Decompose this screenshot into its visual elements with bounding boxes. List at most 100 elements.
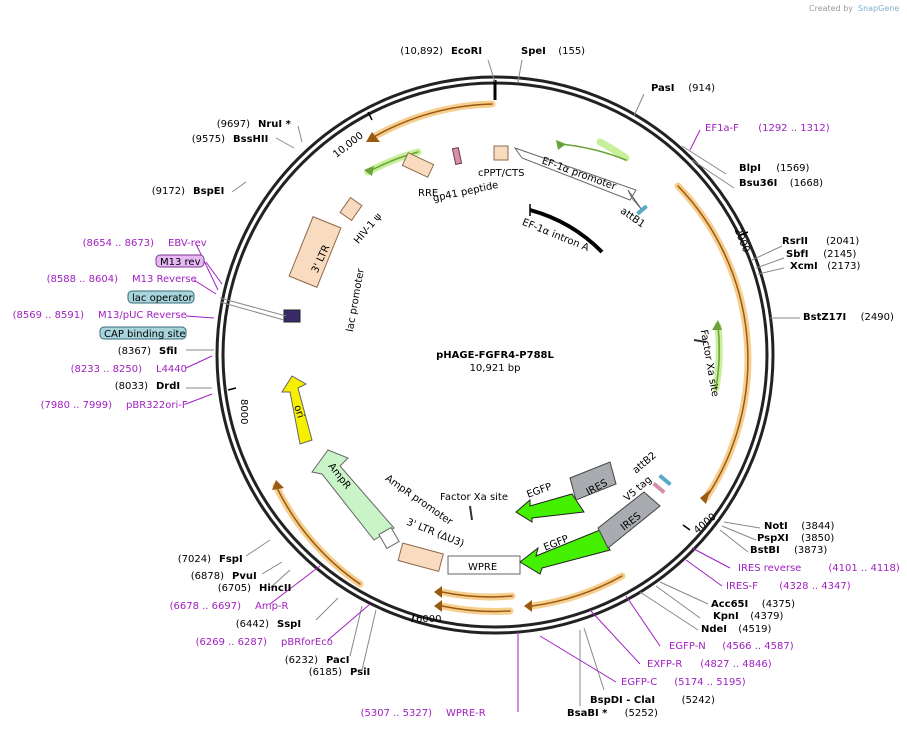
primer-range: (8654 .. 8673): [83, 238, 155, 249]
enzyme-name: PasI: [651, 83, 674, 94]
primer-range: (4566 .. 4587): [722, 641, 794, 652]
enzyme-name: BstZ17I: [803, 312, 846, 323]
backbone-outer: [215, 75, 775, 635]
orange-arc-left-bottom: [275, 485, 361, 585]
primer-range: (1292 .. 1312): [758, 123, 830, 134]
enzyme-name: BspDI - ClaI: [590, 695, 655, 706]
primer-name: EBV-rev: [168, 238, 207, 249]
egfp-inner-label: EGFP: [525, 482, 553, 501]
enzyme-position: (9697): [217, 119, 250, 130]
cppt-label: cPPT/CTS: [478, 168, 524, 179]
ires-outer-box: [597, 491, 661, 549]
v5-mark: [652, 481, 666, 495]
enzyme-name: NdeI: [701, 624, 727, 635]
primer-name: IRES reverse: [738, 563, 801, 574]
enzyme-name: Bsu36I: [739, 178, 777, 189]
primer-name: Amp-R: [255, 601, 289, 612]
enzyme-position: (2173): [827, 261, 860, 272]
enzyme-position: (9172): [152, 186, 185, 197]
enzyme-position: (3850): [801, 533, 834, 544]
primer-name: EGFP-C: [621, 677, 657, 688]
gp41-box: [451, 146, 463, 166]
enzyme-name: DrdI: [156, 381, 180, 392]
primer-range: (8588 .. 8604): [47, 274, 119, 285]
enzyme-name: NotI: [764, 521, 788, 532]
ruler-2000: 2000: [732, 227, 752, 255]
enzyme-name: BssHII: [233, 134, 268, 145]
hiv-psi-box: [339, 196, 363, 222]
enzyme-position: (5242): [682, 695, 715, 706]
ef1a-promoter-arrow: [513, 147, 637, 201]
enzyme-name: PsiI: [350, 667, 370, 678]
credit-text: Created by: [809, 4, 853, 13]
primer-name: EF1a-F: [705, 123, 739, 134]
enzyme-name: BsaBI *: [567, 708, 608, 719]
enzyme-name: RsrII: [782, 236, 808, 247]
primer-name: EGFP-N: [669, 641, 706, 652]
ltr3-box: [397, 542, 444, 572]
primer-range: (4328 .. 4347): [779, 581, 851, 592]
m13-rev-box: [155, 254, 205, 268]
orange-arc-bottom-1: [441, 591, 513, 598]
primer-range: (7980 .. 7999): [41, 400, 113, 411]
primer-name: M13 Reverse: [132, 274, 197, 285]
m13-rev-label: M13 rev: [160, 257, 201, 268]
enzyme-name: SbfI: [786, 249, 808, 260]
primer-name: EXFP-R: [647, 659, 682, 670]
primer-name: pBRforEco: [281, 637, 333, 648]
factor-xa-center-mark: [469, 505, 473, 521]
enzyme-position: (8367): [118, 346, 151, 357]
enzyme-name: PacI: [326, 655, 349, 666]
ef1a-promoter-label: EF-1α promoter: [540, 156, 618, 193]
ampr-promoter-box: [378, 526, 400, 550]
orange-arc-top: [368, 100, 496, 142]
wpre-box: [447, 555, 521, 575]
enzyme-position: (4379): [750, 611, 783, 622]
enzyme-position: (155): [558, 46, 585, 57]
enzyme-position: (4519): [738, 624, 771, 635]
enzyme-name: EcoRI: [451, 46, 482, 57]
wpre-label: WPRE: [468, 562, 497, 573]
enzyme-position: (6185): [309, 667, 342, 678]
rre-box: [401, 152, 435, 178]
plasmid-length: 10,921 bp: [470, 363, 521, 374]
factor-xa-right-mark: [693, 339, 707, 343]
enzyme-name: NruI *: [258, 119, 292, 130]
enzyme-position: (2041): [826, 236, 859, 247]
enzyme-position: (914): [688, 83, 715, 94]
enzyme-position: (7024): [178, 554, 211, 565]
enzyme-name: FspI: [219, 554, 243, 565]
enzyme-position: (10,892): [400, 46, 443, 57]
orange-arc-bottom-2: [441, 605, 511, 613]
enzyme-name: BspEI: [193, 186, 224, 197]
enzyme-position: (6232): [285, 655, 318, 666]
egfp-inner-arrow: [515, 493, 585, 523]
lac-promoter-label: lac promoter: [345, 267, 367, 333]
attb2-label: attB2: [631, 450, 659, 476]
gp41-label: gp41 peptide: [432, 180, 499, 205]
ires-inner-box: [569, 461, 617, 501]
primer-range: (5307 .. 5327): [361, 708, 433, 719]
enzyme-name: SpeI: [521, 46, 546, 57]
primer-name: L4440: [156, 364, 187, 375]
ampr-arrow: [311, 449, 395, 541]
enzyme-position: (6705): [218, 583, 251, 594]
enzyme-name: SfiI: [159, 346, 177, 357]
plasmid-name: pHAGE-FGFR4-P788L: [436, 350, 554, 361]
enzyme-position: (4375): [762, 599, 795, 610]
enzyme-position: (1668): [790, 178, 823, 189]
enzyme-position: (3844): [801, 521, 834, 532]
primer-range: (4827 .. 4846): [700, 659, 772, 670]
factor-xa-center-label: Factor Xa site: [440, 492, 508, 503]
lac-operator-label: lac operator: [132, 293, 193, 304]
ltr3-label: 3' LTR (ΔU3): [405, 517, 466, 550]
ruler-6000: 6000: [416, 614, 441, 625]
enzyme-position: (3873): [794, 545, 827, 556]
primer-range: (8569 .. 8591): [13, 310, 85, 321]
enzyme-name: SspI: [277, 619, 301, 630]
attb2-mark: [658, 473, 672, 487]
enzyme-name: BstBI: [750, 545, 780, 556]
orange-arc-bottom-right: [531, 575, 623, 607]
primer-range: (6678 .. 6697): [170, 601, 242, 612]
